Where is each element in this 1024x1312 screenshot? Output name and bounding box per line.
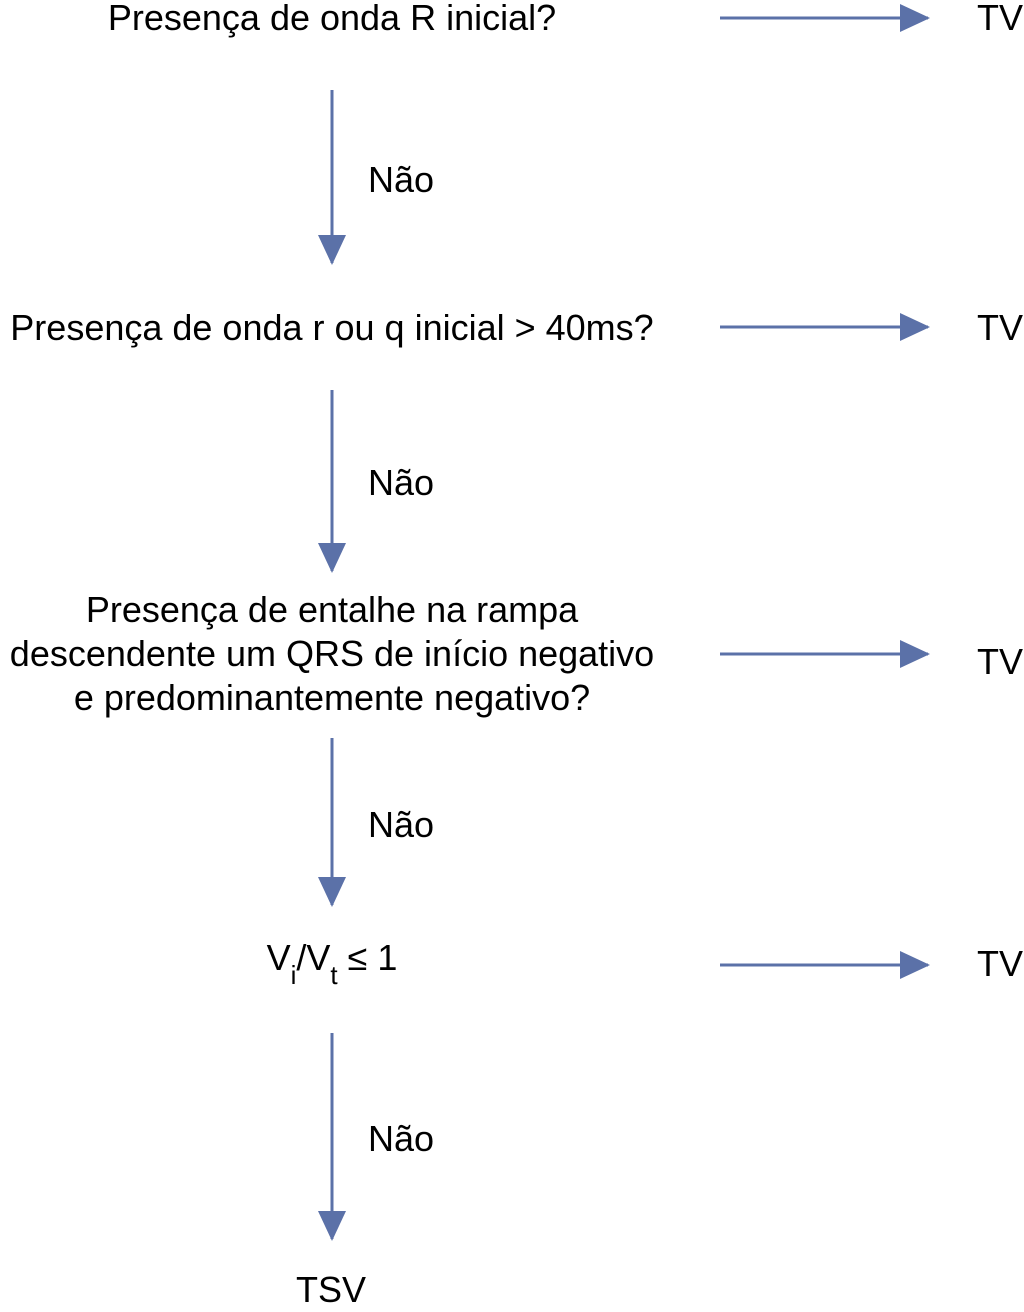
result-tv: TV [977,943,1024,984]
no-label: Não [368,1118,435,1159]
no-label: Não [368,462,435,503]
formula-subscript-i: i [290,960,297,990]
question-line: Presença de entalhe na rampa [85,589,579,630]
question-initial-r-or-q-wave: Presença de onda r ou q inicial > 40ms? [0,306,664,350]
question-initial-r-wave: Presença de onda R inicial? [0,0,664,40]
result-tv: TV [977,641,1024,682]
formula-slash: / [296,937,307,978]
formula-v: V [306,937,331,978]
question-vi-vt-ratio: Vi/Vt ≤ 1 [0,936,664,990]
question-line: Presença de onda R inicial? [107,0,557,38]
formula-v: V [266,937,291,978]
result-tv: TV [977,307,1024,348]
question-line: e predominantemente negativo? [73,677,591,718]
final-result-tsv: TSV [296,1269,367,1310]
formula-relation: ≤ 1 [337,937,398,978]
question-line: descendente um QRS de início negativo [9,633,655,674]
formula-subscript-t: t [330,960,338,990]
no-label: Não [368,804,435,845]
question-line: Presença de onda r ou q inicial > 40ms? [10,307,654,348]
question-notch-descending-limb: Presença de entalhe na rampa descendente… [0,588,664,720]
no-label: Não [368,159,435,200]
result-tv: TV [977,0,1024,38]
